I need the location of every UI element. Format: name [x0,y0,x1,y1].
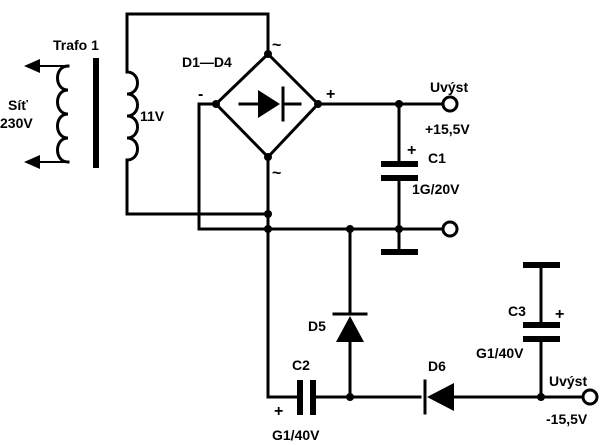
d6-name: D6 [428,358,446,374]
positive-rail [316,95,459,113]
c3-polarity: + [555,306,564,323]
output-positive-label: Uvýst [430,79,468,95]
bridge-ac-top-symbol: ~ [272,37,281,54]
transformer-name: Trafo 1 [53,37,99,53]
secondary-voltage-label: 11V [140,108,165,124]
output-negative-terminal [581,388,599,406]
capacitor-c3 [523,262,560,399]
output-negative-label: Uvýst [549,373,587,389]
bridge-ac-bottom-symbol: ~ [272,165,281,182]
primary-winding [56,64,70,164]
mains-label-line2: 230V [0,115,33,131]
output-negative-voltage: -15,5V [546,411,588,427]
ground-rail [197,102,459,255]
mains-label-line1: Síť [8,97,28,113]
c1-polarity: + [407,142,416,159]
c3-value: G1/40V [476,345,524,361]
capacitor-c2 [297,380,422,415]
bridge-minus-symbol: - [198,86,203,103]
c2-value: G1/40V [272,427,320,443]
c2-feed-wire [264,210,300,399]
output-positive-terminal [441,95,459,113]
c2-name: C2 [292,357,310,373]
d5-name: D5 [308,318,326,334]
secondary-wires [125,12,270,216]
secondary-winding [125,56,139,174]
bridge-plus-symbol: + [326,86,335,103]
c1-value: 1G/20V [412,181,460,197]
mains-input-leads [24,59,68,169]
bridge-rectifier [212,50,322,161]
c2-polarity: + [274,403,283,420]
c1-name: C1 [428,150,446,166]
capacitor-c1 [381,102,418,231]
output-positive-voltage: +15,5V [425,121,470,137]
output-ground-terminal [441,220,459,238]
diode-d5 [332,227,368,399]
c3-name: C3 [508,303,526,319]
bridge-name: D1—D4 [182,54,232,70]
diode-d6 [423,379,599,415]
